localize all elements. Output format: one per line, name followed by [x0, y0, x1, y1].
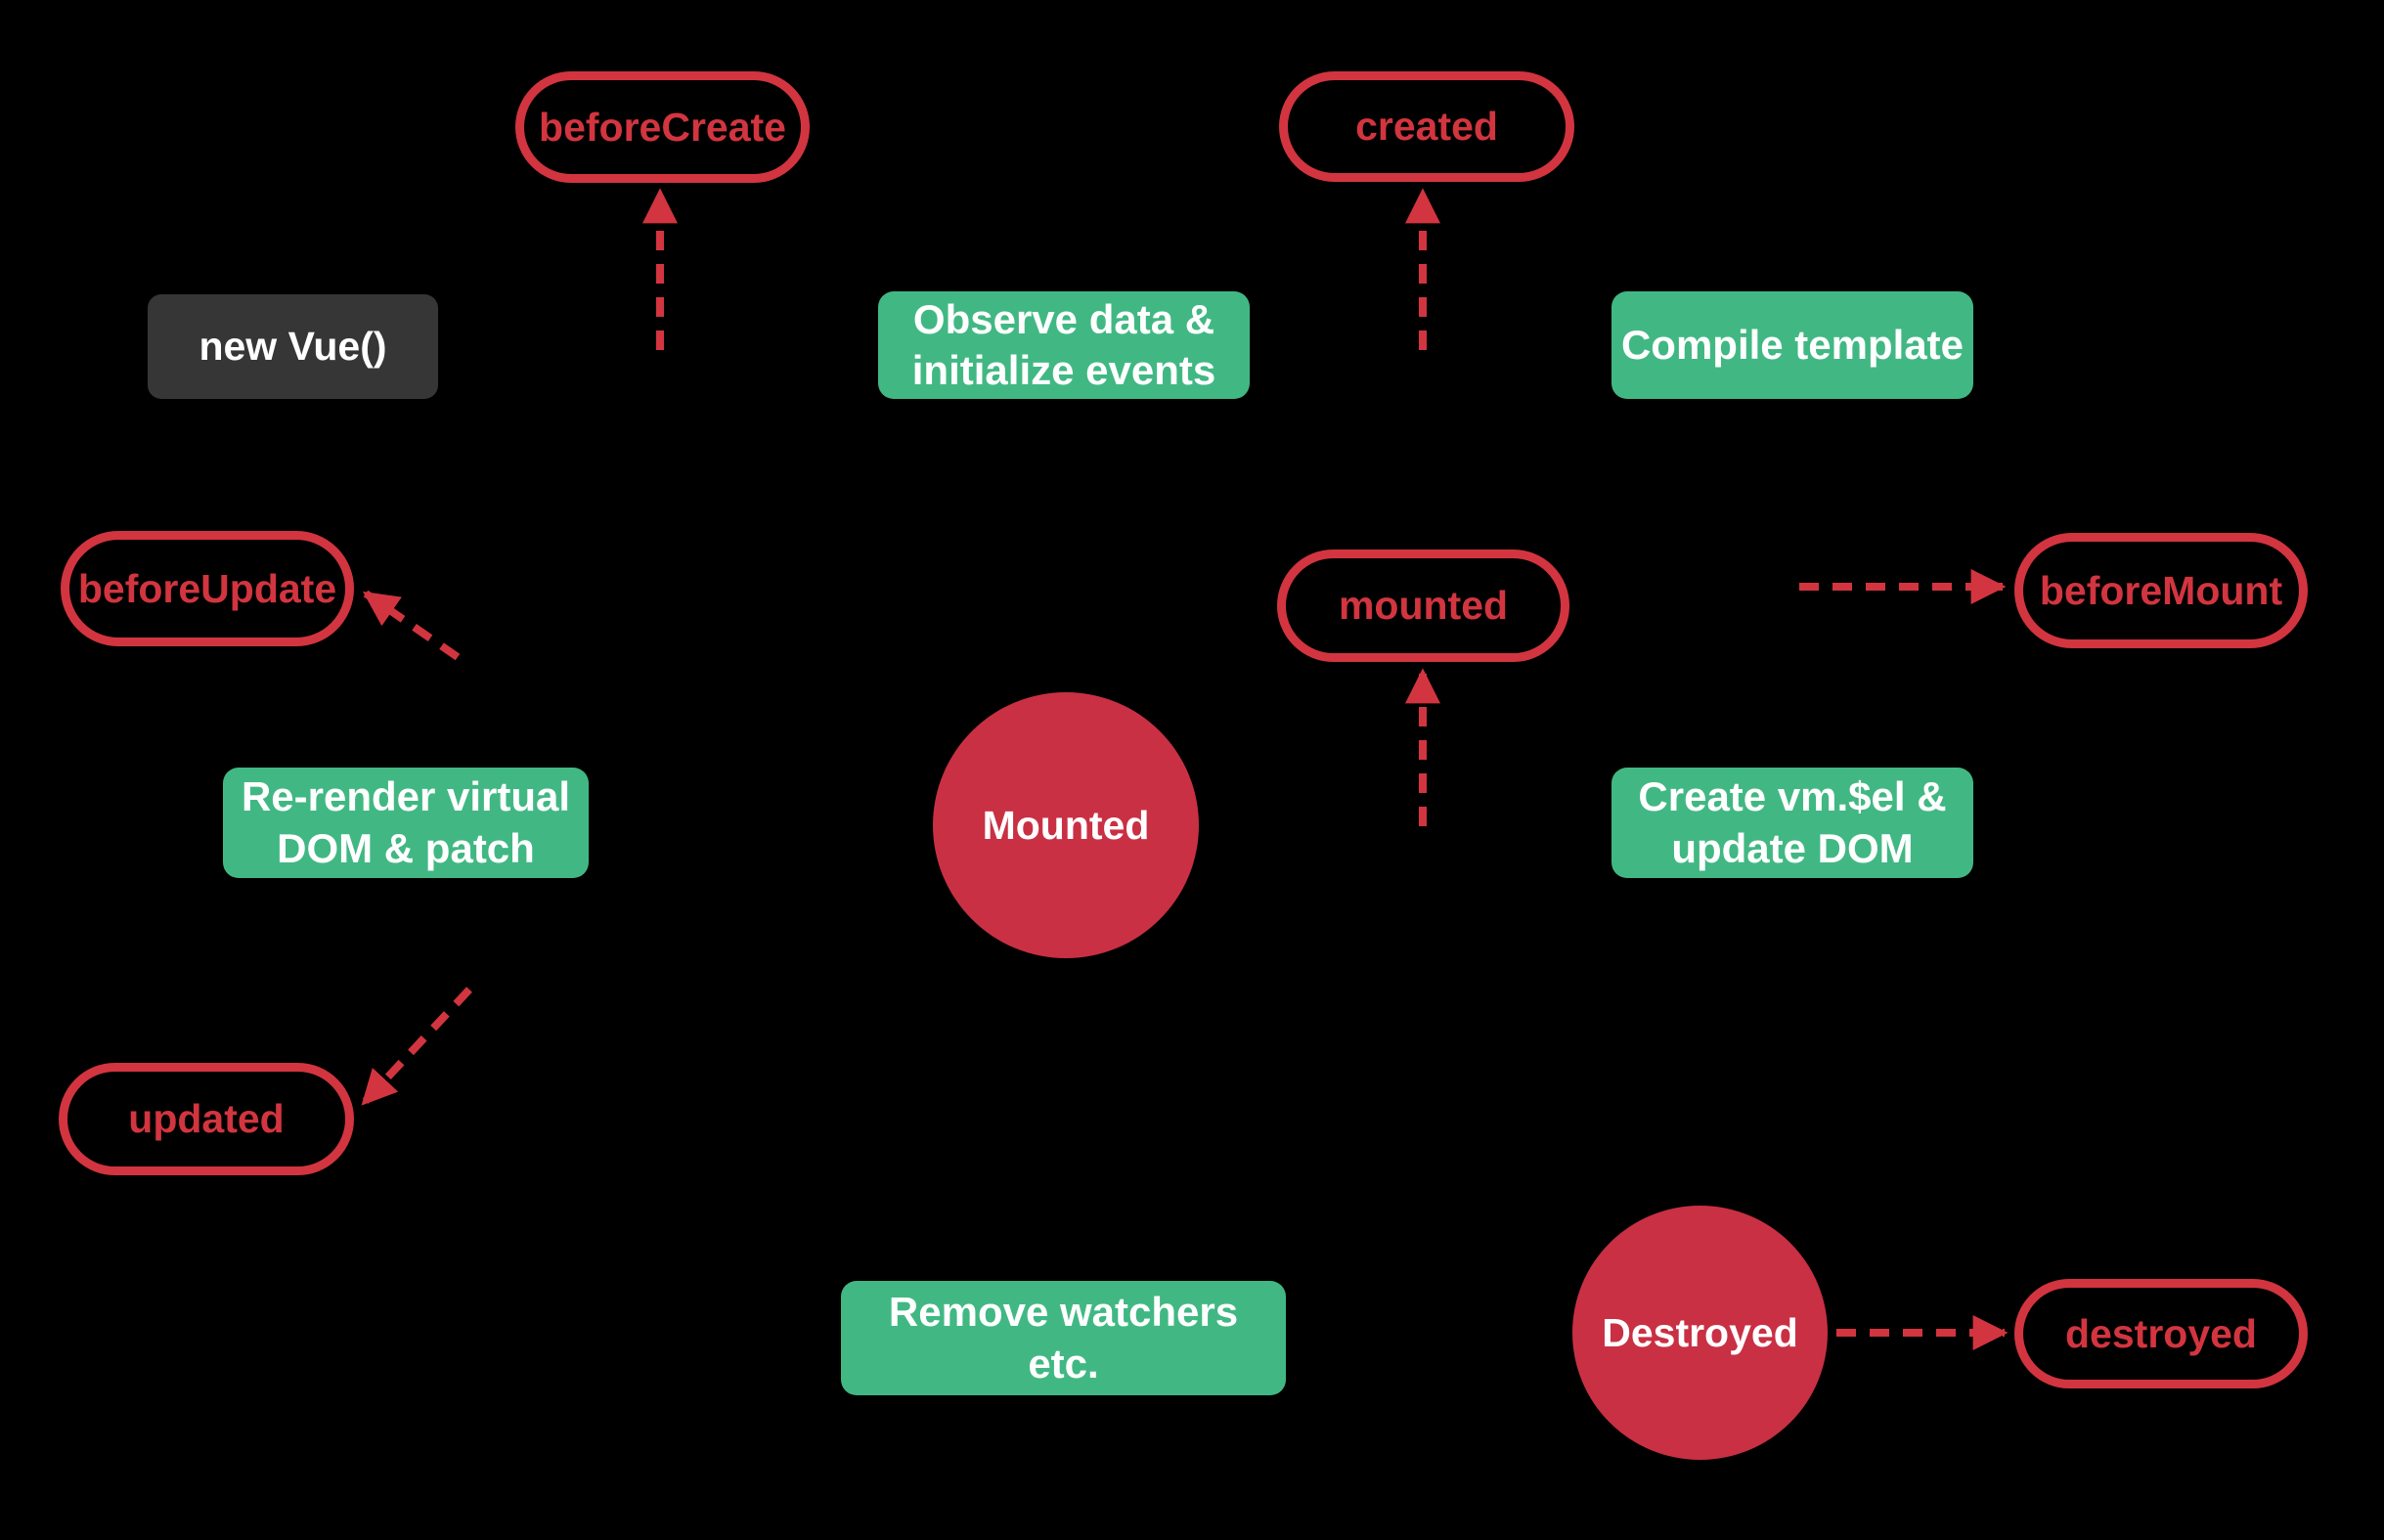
- hook-created: created: [1279, 71, 1574, 182]
- hook-before-mount: beforeMount: [2014, 533, 2308, 648]
- hook-updated: updated: [59, 1063, 354, 1175]
- step-observe-data: Observe data & initialize events: [878, 291, 1250, 399]
- arrow-to-updated: [361, 987, 472, 1106]
- step-new-vue: new Vue(): [148, 294, 438, 399]
- step-compile-template: Compile template: [1611, 291, 1973, 399]
- hook-mounted: mounted: [1277, 550, 1569, 662]
- state-destroyed: Destroyed: [1572, 1206, 1828, 1460]
- arrow-to-beforeUpdate: [363, 590, 461, 661]
- hook-destroyed: destroyed: [2014, 1279, 2308, 1388]
- hook-before-create: beforeCreate: [515, 71, 810, 183]
- hook-before-update: beforeUpdate: [61, 531, 354, 646]
- step-rerender-virtual-dom: Re-render virtual DOM & patch: [223, 768, 589, 878]
- step-remove-watchers: Remove watchers etc.: [841, 1281, 1286, 1395]
- step-create-vm-el: Create vm.$el & update DOM: [1611, 768, 1973, 878]
- state-mounted: Mounted: [933, 692, 1199, 958]
